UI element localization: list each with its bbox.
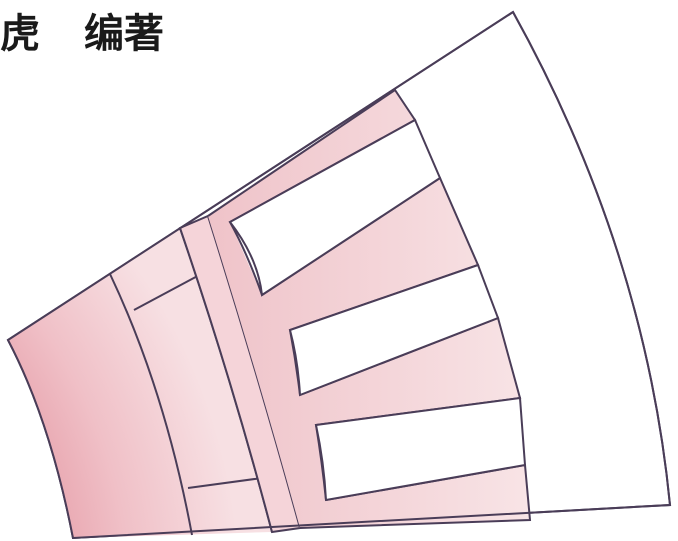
teeth-region: [208, 90, 530, 528]
stator-yoke: [8, 228, 272, 538]
author-name-fragment: 虎: [0, 10, 40, 57]
sector-edge: [6, 10, 672, 540]
author-role: 编著: [84, 10, 164, 57]
slot-1: [228, 118, 442, 297]
yoke-segment-line-bottom: [187, 477, 263, 489]
yoke-segment-line-top: [133, 271, 206, 311]
slot-3: [314, 396, 527, 502]
yoke-arc-inner: [109, 273, 193, 536]
author-credit: 虎编著: [0, 10, 164, 58]
slot-2: [288, 263, 500, 397]
